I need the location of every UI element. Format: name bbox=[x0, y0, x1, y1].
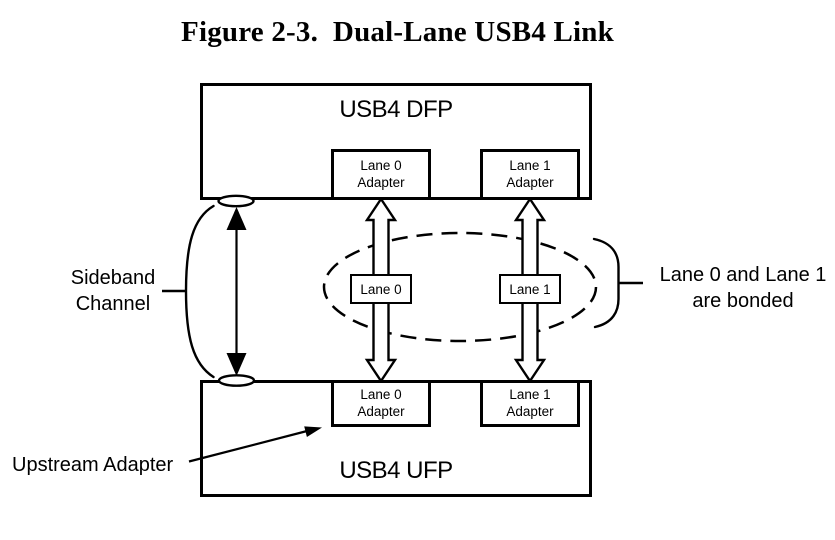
upstream-adapter-label: Upstream Adapter bbox=[12, 454, 174, 476]
lane0-box: Lane 0 bbox=[350, 274, 412, 304]
bonded-brace bbox=[592, 237, 620, 329]
ufp-lane0-adapter-box: Lane 0 Adapter bbox=[331, 380, 431, 427]
lane1-label: Lane 1 bbox=[509, 281, 551, 297]
dfp-lane0-adapter-box: Lane 0 Adapter bbox=[331, 149, 431, 200]
sideband-channel-label-line2: Channel bbox=[75, 293, 151, 315]
dfp-lane0-adapter-label-line2: Adapter bbox=[357, 174, 405, 190]
sideband-arrow-head-top bbox=[226, 207, 247, 230]
dfp-lane0-adapter-label-line1: Lane 0 bbox=[360, 158, 402, 173]
sideband-brace bbox=[184, 204, 215, 379]
usb4-ufp-label: USB4 UFP bbox=[339, 457, 453, 484]
usb4-dfp-label: USB4 DFP bbox=[339, 96, 453, 123]
ufp-lane0-adapter-label-line2: Adapter bbox=[357, 403, 405, 419]
dfp-lane1-adapter-label-line1: Lane 1 bbox=[509, 158, 551, 173]
bonded-label-line2: are bonded bbox=[692, 290, 794, 312]
sideband-channel-label: Sideband Channel bbox=[38, 265, 188, 317]
bonded-label-line1: Lane 0 and Lane 1 bbox=[659, 264, 827, 286]
dfp-lane1-adapter-label-line2: Adapter bbox=[506, 174, 554, 190]
lane1-box: Lane 1 bbox=[499, 274, 561, 304]
ufp-lane0-adapter-label-line1: Lane 0 bbox=[360, 387, 402, 402]
figure-title: Figure 2-3. Dual-Lane USB4 Link bbox=[181, 16, 614, 48]
lane0-label: Lane 0 bbox=[360, 281, 402, 297]
ufp-lane1-adapter-label-line1: Lane 1 bbox=[509, 387, 551, 402]
ufp-lane1-adapter-box: Lane 1 Adapter bbox=[480, 380, 580, 427]
dfp-lane1-adapter-box: Lane 1 Adapter bbox=[480, 149, 580, 200]
ufp-lane1-adapter-label-line2: Adapter bbox=[506, 403, 554, 419]
sideband-arrow-head-bottom bbox=[226, 353, 247, 376]
sideband-channel-label-line1: Sideband bbox=[70, 267, 156, 289]
bonded-label: Lane 0 and Lane 1 are bonded bbox=[650, 262, 835, 314]
